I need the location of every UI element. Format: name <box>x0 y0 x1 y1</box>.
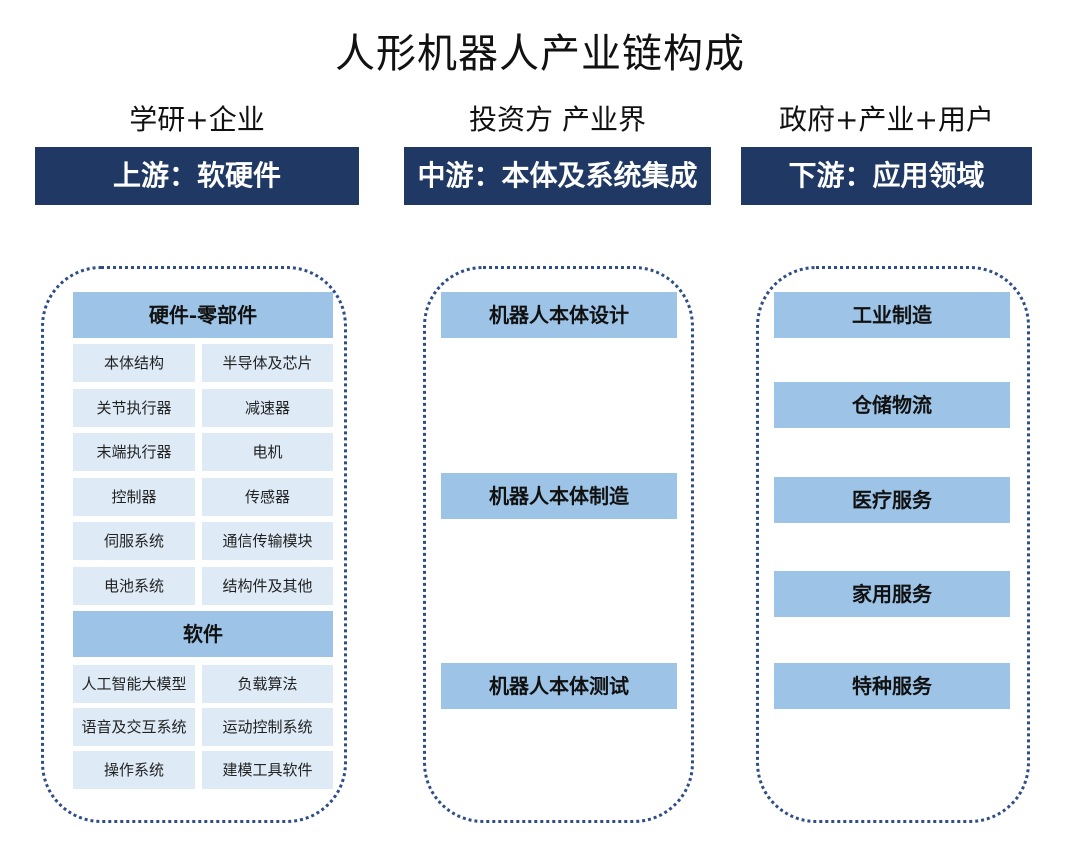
midstream-item: 机器人本体设计 <box>441 292 677 338</box>
page-title: 人形机器人产业链构成 <box>335 31 745 77</box>
hardware-cell: 伺服系统 <box>73 522 195 560</box>
hardware-cell: 本体结构 <box>73 344 195 382</box>
software-cell: 负载算法 <box>202 665 333 703</box>
hardware-cell: 减速器 <box>202 389 333 427</box>
midstream-item: 机器人本体制造 <box>441 473 677 519</box>
software-cell: 语音及交互系统 <box>73 708 195 746</box>
hardware-cell: 末端执行器 <box>73 433 195 471</box>
midstream-subtitle: 投资方 产业界 <box>469 103 646 136</box>
hardware-cell: 半导体及芯片 <box>202 344 333 382</box>
hardware-header: 硬件-零部件 <box>73 292 333 338</box>
downstream-item: 家用服务 <box>774 571 1010 617</box>
upstream-panel <box>41 266 347 823</box>
hardware-cell: 控制器 <box>73 478 195 516</box>
midstream-item: 机器人本体测试 <box>441 663 677 709</box>
hardware-cell: 电机 <box>202 433 333 471</box>
downstream-subtitle: 政府+产业+用户 <box>779 103 994 136</box>
upstream-subtitle: 学研+企业 <box>129 103 265 136</box>
hardware-cell: 传感器 <box>202 478 333 516</box>
downstream-item: 医疗服务 <box>774 477 1010 523</box>
downstream-panel <box>756 266 1030 823</box>
software-cell: 运动控制系统 <box>202 708 333 746</box>
downstream-item: 仓储物流 <box>774 382 1010 428</box>
downstream-item: 工业制造 <box>774 292 1010 338</box>
upstream-header: 上游：软硬件 <box>35 147 359 205</box>
hardware-cell: 电池系统 <box>73 567 195 605</box>
hardware-cell: 通信传输模块 <box>202 522 333 560</box>
midstream-header: 中游：本体及系统集成 <box>404 147 711 205</box>
hardware-cell: 结构件及其他 <box>202 567 333 605</box>
midstream-panel <box>423 266 694 823</box>
downstream-item: 特种服务 <box>774 663 1010 709</box>
software-header: 软件 <box>73 611 333 657</box>
software-cell: 建模工具软件 <box>202 751 333 789</box>
software-cell: 人工智能大模型 <box>73 665 195 703</box>
downstream-header: 下游：应用领域 <box>741 147 1032 205</box>
hardware-cell: 关节执行器 <box>73 389 195 427</box>
software-cell: 操作系统 <box>73 751 195 789</box>
